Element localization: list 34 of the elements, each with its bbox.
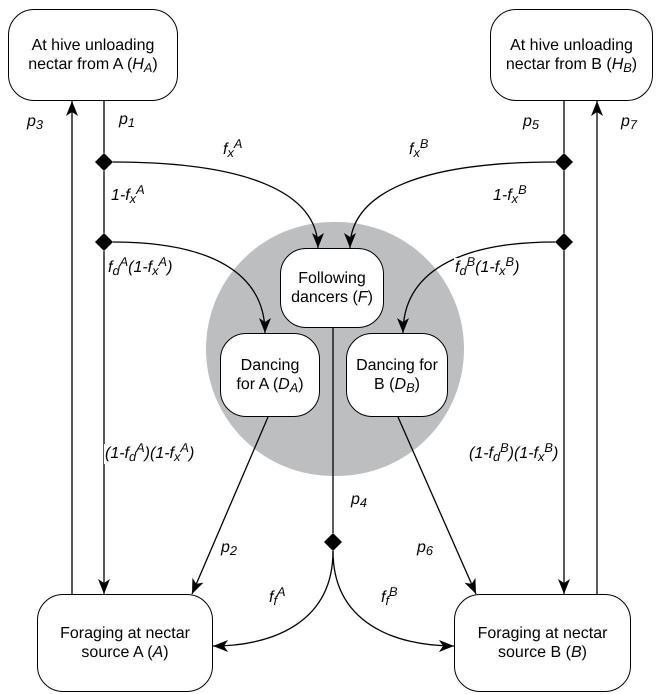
state-box bbox=[280, 248, 384, 328]
junction-diamond bbox=[324, 533, 342, 551]
state-box bbox=[37, 594, 213, 692]
state-label: Dancing for A (D$_{A}$) bbox=[235, 356, 305, 394]
arrow bbox=[398, 241, 556, 334]
arrow bbox=[112, 241, 270, 334]
state-label: At hive unloading nectar from A (H$_{A}$) bbox=[27, 36, 159, 74]
edge-label: f$_{d}$$^{B}$(1-f$_{x}$$^{B}$) bbox=[454, 258, 520, 278]
arrow bbox=[191, 416, 269, 594]
state-label: Foraging at nectar source B (B) bbox=[476, 624, 608, 662]
junction-diamond bbox=[95, 233, 113, 251]
edge-label: (1-f$_{d}$$^{A}$)(1-f$_{x}$$^{A}$) bbox=[104, 444, 196, 464]
arrow bbox=[112, 161, 322, 248]
state-box bbox=[346, 333, 448, 417]
edge-label: f$_{d}$$^{A}$(1-f$_{x}$$^{A}$) bbox=[107, 258, 174, 278]
arrow bbox=[346, 161, 556, 248]
state-label: At hive unloading nectar from B (H$_{B}$) bbox=[504, 36, 638, 74]
state-label: Following dancers (F) bbox=[290, 269, 374, 307]
junction-diamond bbox=[555, 233, 573, 251]
arrow bbox=[332, 550, 454, 652]
state-box bbox=[454, 594, 631, 692]
junction-diamond bbox=[95, 153, 113, 171]
state-label: Foraging at nectar source A (A) bbox=[59, 624, 191, 662]
edge-label: (1-f$_{d}$$^{B}$)(1-f$_{x}$$^{B}$) bbox=[468, 444, 560, 464]
arrow bbox=[558, 251, 570, 594]
junction-diamond bbox=[555, 153, 573, 171]
arrow bbox=[98, 251, 110, 594]
arrow bbox=[66, 101, 78, 594]
state-box bbox=[490, 9, 653, 101]
arrow bbox=[397, 416, 477, 594]
state-box bbox=[8, 9, 178, 101]
state-label: Dancing for B (D$_{B}$) bbox=[355, 356, 439, 394]
arrow bbox=[591, 101, 603, 594]
state-box bbox=[220, 333, 320, 417]
